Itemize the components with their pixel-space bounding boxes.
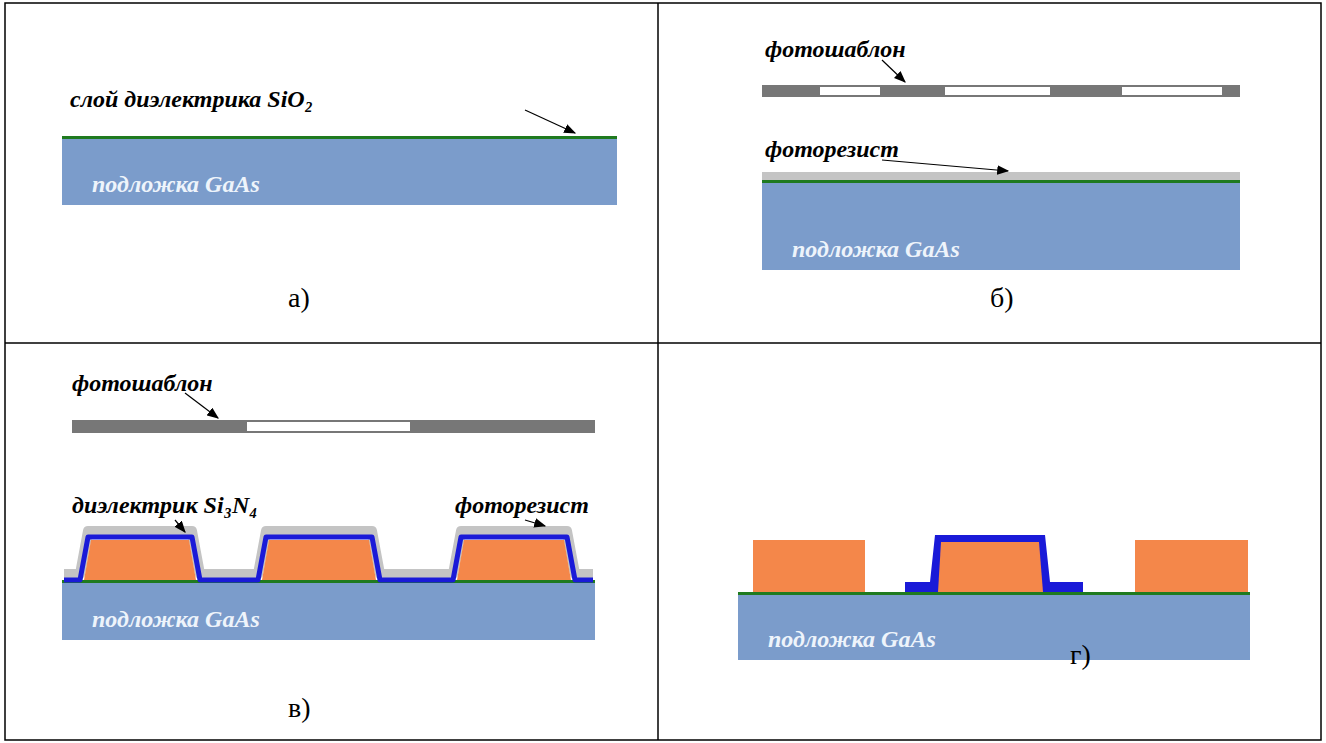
layer-label: слой диэлектрика SiO₂ bbox=[70, 86, 313, 112]
metal-block bbox=[753, 540, 865, 592]
leader-line bbox=[525, 110, 575, 133]
layer-label: фотошаблон bbox=[72, 370, 213, 396]
photoresist-layer bbox=[762, 172, 1240, 180]
metal-block bbox=[84, 540, 571, 580]
table-grid bbox=[5, 3, 1321, 740]
layer-label: фоторезист bbox=[765, 136, 899, 162]
leader-line bbox=[525, 520, 545, 526]
metal-block bbox=[1135, 540, 1248, 592]
substrate: подложка GaAs bbox=[738, 595, 1250, 660]
leader-line bbox=[882, 160, 1008, 171]
si3n4-layer bbox=[64, 537, 593, 580]
substrate: подложка GaAs bbox=[762, 183, 1240, 270]
substrate: подложка GaAs bbox=[62, 583, 595, 640]
layer-label: фотошаблон bbox=[765, 36, 906, 62]
layer-label: фоторезист bbox=[455, 492, 589, 518]
photomask bbox=[72, 420, 595, 433]
substrate-label: подложка GaAs bbox=[92, 606, 595, 632]
panel-caption: в) bbox=[288, 693, 311, 724]
substrate-label: подложка GaAs bbox=[792, 236, 1240, 262]
si3n4-layer bbox=[905, 535, 1083, 592]
panel-caption: г) bbox=[1070, 640, 1091, 671]
leader-line bbox=[185, 393, 218, 418]
substrate-label: подложка GaAs bbox=[92, 171, 617, 197]
panel-caption: а) bbox=[288, 283, 310, 314]
metal-block bbox=[938, 542, 1043, 592]
photomask bbox=[762, 85, 1240, 97]
panel-caption: б) bbox=[990, 283, 1014, 314]
substrate: подложка GaAs bbox=[62, 139, 617, 205]
substrate-label: подложка GaAs bbox=[768, 626, 1250, 652]
leader-line bbox=[175, 520, 185, 532]
layer-label: диэлектрик Si₃N₄ bbox=[72, 492, 258, 518]
leader-line bbox=[882, 60, 905, 82]
